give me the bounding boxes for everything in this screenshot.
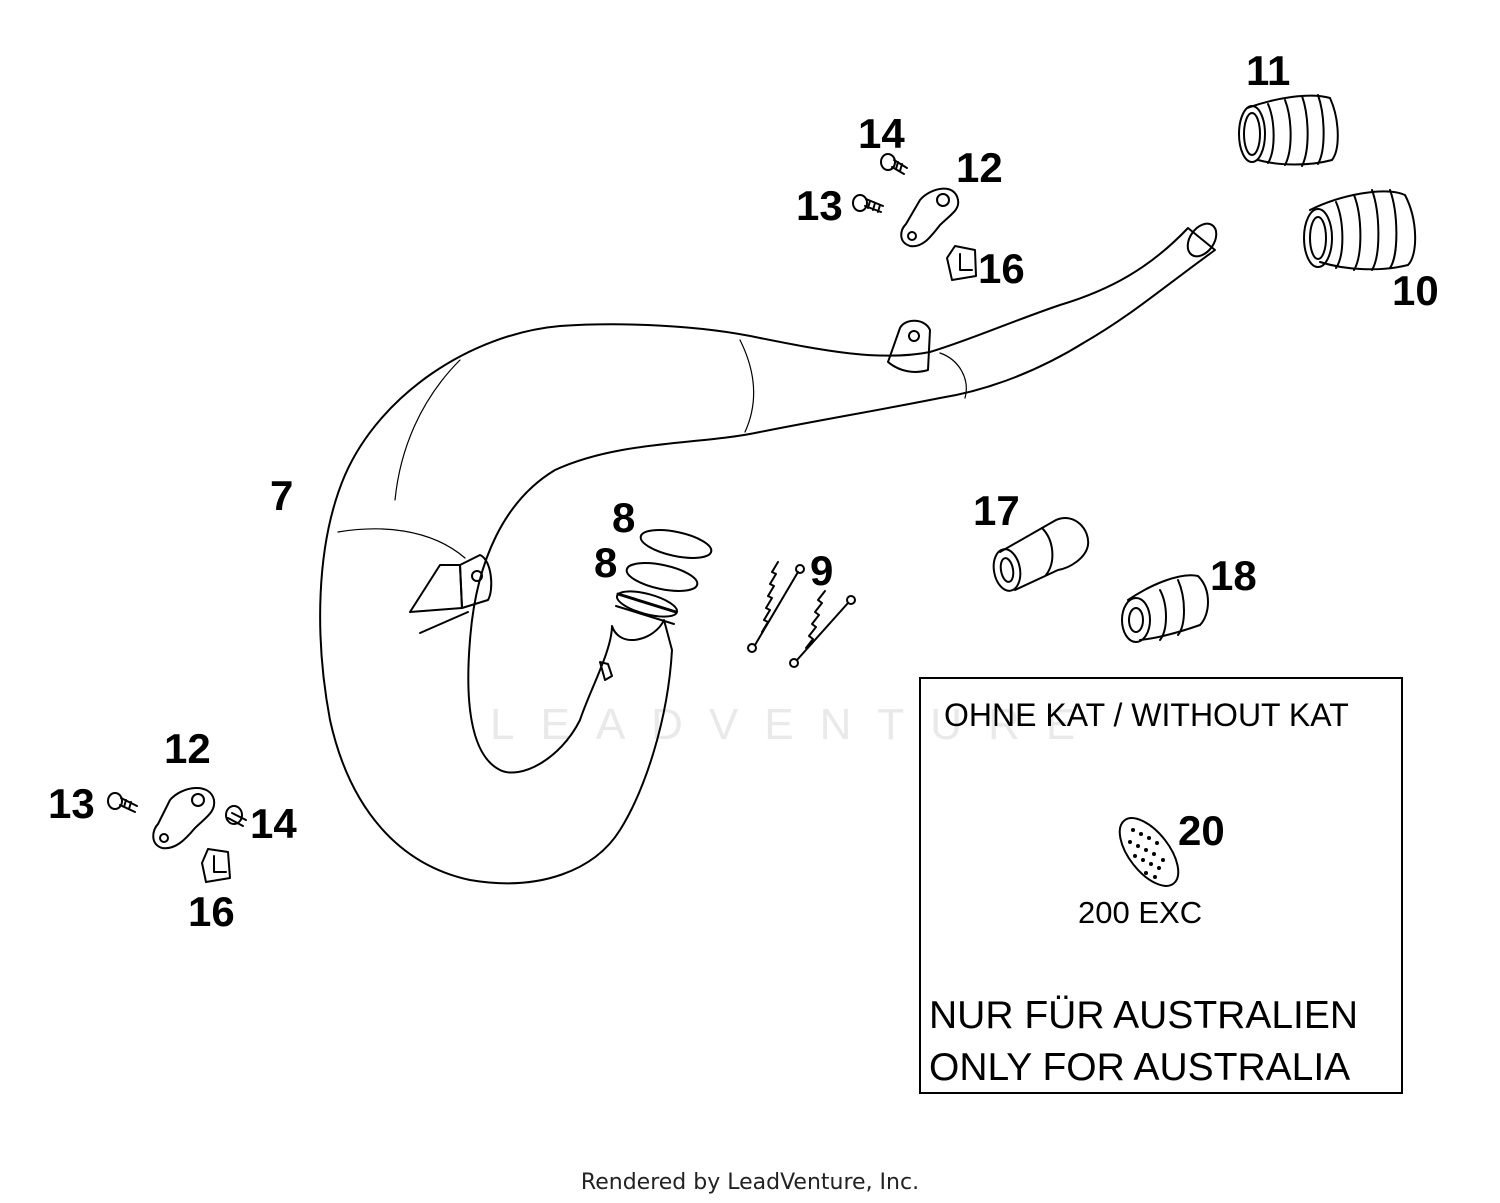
callout-11: 11	[1246, 47, 1291, 94]
inset-note-german: NUR FÜR AUSTRALIEN	[929, 994, 1359, 1037]
screw-13-top	[852, 194, 884, 213]
exhaust-pipe	[319, 222, 1218, 885]
inset-model-label: 200 EXC	[1078, 895, 1203, 930]
callout-8-lower: 8	[594, 539, 618, 586]
watermark-text: LEADVENTURE	[490, 700, 1102, 749]
callout-12-top: 12	[956, 144, 1003, 191]
inset-note-english: ONLY FOR AUSTRALIA	[929, 1046, 1351, 1089]
footer-credit: Rendered by LeadVenture, Inc.	[580, 1170, 920, 1195]
bracket-top	[900, 187, 960, 248]
rubber-sleeve-11	[1238, 94, 1339, 167]
screen-20	[1118, 817, 1180, 887]
rubber-sleeve-10	[1303, 189, 1417, 271]
callout-14-bottom: 14	[250, 800, 297, 847]
screw-13-bottom	[107, 792, 138, 813]
inset-heading: OHNE KAT / WITHOUT KAT	[944, 697, 1349, 733]
o-ring-upper	[639, 529, 713, 559]
callout-18: 18	[1210, 552, 1257, 599]
screw-14-bottom	[225, 805, 247, 827]
callout-13-bottom: 13	[48, 780, 95, 827]
o-ring-lower	[625, 562, 699, 592]
callout-10: 10	[1392, 267, 1439, 314]
callout-13-top: 13	[796, 182, 843, 229]
inset-box-without-kat	[919, 677, 1403, 1094]
callout-12-bottom: 12	[164, 725, 211, 772]
clip-16-bottom	[201, 848, 231, 883]
spring-left	[747, 561, 805, 653]
insert-17	[992, 517, 1090, 592]
callout-16-bottom: 16	[188, 888, 235, 935]
clip-16-top	[946, 245, 977, 281]
insert-18	[1121, 574, 1209, 643]
spring-right	[789, 590, 856, 668]
bracket-bottom	[152, 786, 216, 850]
callout-8-upper: 8	[612, 494, 636, 541]
callout-17: 17	[973, 487, 1020, 534]
callout-7: 7	[270, 472, 294, 519]
callout-9: 9	[810, 547, 834, 594]
callout-20: 20	[1178, 807, 1225, 854]
callout-16-top: 16	[978, 245, 1025, 292]
callout-14-top: 14	[858, 110, 905, 157]
screw-14-top	[880, 153, 908, 175]
